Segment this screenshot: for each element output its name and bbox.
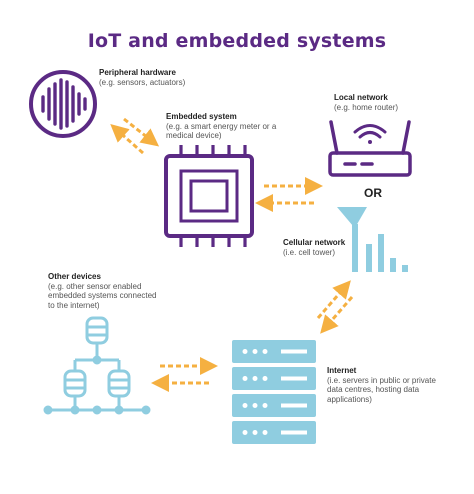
cell-tower-icon bbox=[337, 207, 408, 272]
server-stack-icon bbox=[232, 340, 316, 444]
router-icon bbox=[328, 120, 412, 177]
other-devices-label: Other devices (e.g. other sensor enabled… bbox=[48, 272, 157, 310]
database-network-icon bbox=[43, 316, 151, 415]
arrow-internet-to-cellular bbox=[316, 280, 351, 319]
microchip-icon bbox=[164, 145, 254, 247]
diagram-title: IoT and embedded systems bbox=[87, 30, 387, 52]
embedded-system-label: Embedded system (e.g. a smart energy met… bbox=[166, 112, 277, 141]
arrow-cellular-to-internet bbox=[320, 296, 354, 334]
internet-label: Internet (i.e. servers in public or priv… bbox=[327, 366, 436, 404]
local-network-label: Local network (e.g. home router) bbox=[334, 93, 399, 112]
peripheral-hardware-label: Peripheral hardware (e.g. sensors, actua… bbox=[99, 68, 186, 87]
arrow-peripheral-to-embedded bbox=[123, 117, 160, 147]
cellular-network-label: Cellular network (i.e. cell tower) bbox=[283, 238, 346, 257]
or-label: OR bbox=[364, 186, 382, 200]
arrow-embedded-to-peripheral bbox=[110, 124, 144, 155]
sound-wave-icon bbox=[29, 70, 97, 138]
